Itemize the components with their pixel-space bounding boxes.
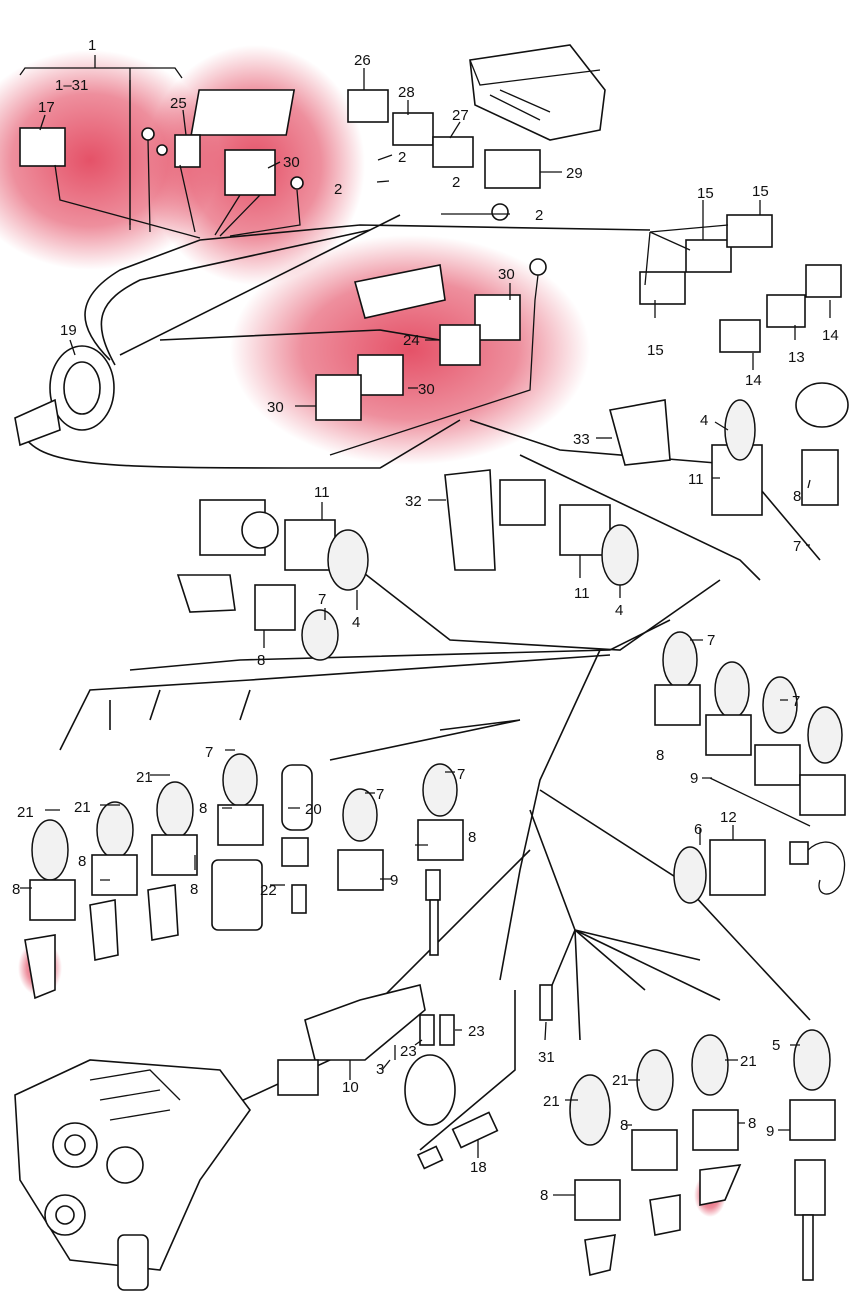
callout-8-e: 8	[468, 829, 476, 846]
callout-8-i: 8	[748, 1115, 756, 1132]
callout-33: 33	[573, 431, 590, 448]
callout-28: 28	[398, 84, 415, 101]
callout-12: 12	[720, 809, 737, 826]
leader-lines	[20, 68, 831, 1196]
callout-5: 5	[772, 1037, 780, 1054]
callout-2a: 2	[398, 149, 406, 166]
callout-2b: 2	[452, 174, 460, 191]
callout-7-left: 7	[318, 591, 326, 608]
callout-8-j: 8	[620, 1117, 628, 1134]
callout-19: 19	[60, 322, 77, 339]
callout-14b: 14	[745, 372, 762, 389]
callout-21-e: 21	[740, 1053, 757, 1070]
callout-7-right: 7	[793, 538, 801, 555]
callout-11-mid: 11	[574, 585, 590, 602]
callout-25: 25	[170, 95, 187, 112]
callout-32: 32	[405, 493, 422, 510]
callout-30-panel: 30	[498, 266, 515, 283]
callout-7-e: 7	[205, 744, 213, 761]
callout-7-g: 7	[457, 766, 465, 783]
callout-15b: 15	[752, 183, 769, 200]
callout-20: 20	[305, 801, 322, 818]
callout-30-panel-left: 30	[267, 399, 284, 416]
callout-21-c: 21	[136, 769, 153, 786]
callout-13: 13	[788, 349, 805, 366]
callout-21-d: 21	[612, 1072, 629, 1089]
callout-9-stack: 9	[690, 770, 698, 787]
callout-8-h: 8	[190, 881, 198, 898]
callout-7-f: 7	[376, 786, 384, 803]
callout-31: 31	[538, 1049, 555, 1066]
callout-8-f: 8	[78, 853, 86, 870]
callout-8-k: 8	[540, 1187, 548, 1204]
callout-30-panel-mid: 30	[418, 381, 435, 398]
grommet-right	[673, 839, 846, 904]
callout-9-c: 9	[766, 1123, 774, 1140]
callout-30-top: 30	[283, 154, 300, 171]
callout-4-mid: 4	[615, 602, 623, 619]
callout-4-left: 4	[352, 614, 360, 631]
callout-23-a: 23	[400, 1043, 417, 1060]
callout-17: 17	[38, 99, 55, 116]
callout-22: 22	[260, 882, 277, 899]
callout-21-f: 21	[543, 1093, 560, 1110]
relay-panel	[315, 258, 547, 456]
callout-21-a: 21	[17, 804, 34, 821]
control-unit	[469, 44, 606, 141]
callout-27: 27	[452, 107, 469, 124]
callout-8-stack: 8	[656, 747, 664, 764]
callout-8-g: 8	[12, 881, 20, 898]
callout-8-left: 8	[257, 652, 265, 669]
callout-15a: 15	[697, 185, 714, 202]
callout-9-b: 9	[390, 872, 398, 889]
callout-2c: 2	[334, 181, 342, 198]
lower-components	[24, 884, 836, 1281]
callout-8-d: 8	[199, 800, 207, 817]
callout-21-b: 21	[74, 799, 91, 816]
bulkhead-grommet	[14, 345, 115, 447]
callout-7-stack-b: 7	[792, 693, 800, 710]
relay-cluster-top	[19, 80, 541, 239]
callout-7-stack-a: 7	[707, 632, 715, 649]
callout-3: 3	[376, 1061, 384, 1078]
callout-14a: 14	[822, 327, 839, 344]
callout-6: 6	[694, 821, 702, 838]
callout-10: 10	[342, 1079, 359, 1096]
group-bracket	[19, 55, 183, 225]
sensors-middle	[176, 382, 849, 661]
callout-8-right: 8	[793, 488, 801, 505]
connector-stacks	[29, 631, 846, 956]
callout-29: 29	[566, 165, 583, 182]
callout-23-b: 23	[468, 1023, 485, 1040]
callout-labels: 1 1–31 17 25 30 26 28 27 2 2 2 2 29 15 1…	[12, 37, 839, 1204]
callout-24: 24	[403, 332, 420, 349]
engine-block	[14, 1059, 251, 1291]
callout-11-right: 11	[688, 471, 704, 488]
callout-1: 1	[88, 37, 96, 54]
callout-26: 26	[354, 52, 371, 69]
connector-cluster-right	[639, 214, 842, 353]
callout-18: 18	[470, 1159, 487, 1176]
callout-15c: 15	[647, 342, 664, 359]
callout-1-31: 1–31	[55, 77, 88, 94]
callout-11-left: 11	[314, 484, 330, 501]
callout-2d: 2	[535, 207, 543, 224]
callout-4-top: 4	[700, 412, 708, 429]
